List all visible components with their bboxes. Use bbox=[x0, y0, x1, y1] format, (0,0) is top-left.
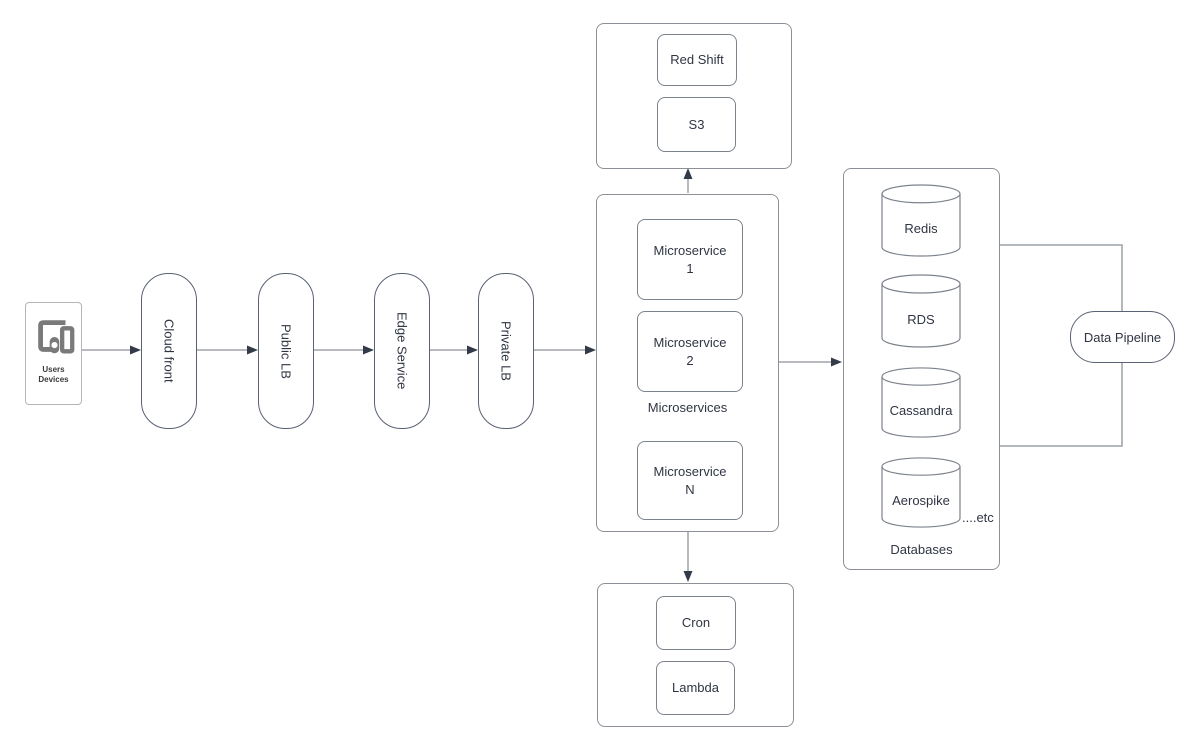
cylinder-shape bbox=[881, 184, 961, 257]
pill-cloud-front: Cloud front bbox=[141, 273, 197, 429]
microservice-n-node: Microservice N bbox=[637, 441, 743, 520]
cylinder-shape bbox=[881, 367, 961, 438]
pill-cloud-front-label: Cloud front bbox=[161, 319, 177, 383]
cron-node: Cron bbox=[656, 596, 736, 650]
pill-edge-service: Edge Service bbox=[374, 273, 430, 429]
lambda-label: Lambda bbox=[672, 680, 719, 695]
pill-edge-service-label: Edge Service bbox=[394, 312, 410, 390]
cassandra-label: Cassandra bbox=[889, 403, 953, 418]
devices-label: Devices bbox=[38, 375, 69, 384]
redshift-node: Red Shift bbox=[657, 34, 737, 86]
microservice-2-node: Microservice 2 bbox=[637, 311, 743, 392]
data-pipeline-node: Data Pipeline bbox=[1070, 311, 1175, 363]
users-devices-node: Users Devices bbox=[25, 302, 82, 405]
s3-node: S3 bbox=[657, 97, 736, 152]
microservice-1-node: Microservice 1 bbox=[637, 219, 743, 300]
users-label: Users bbox=[42, 365, 65, 374]
rds-cylinder: RDS bbox=[881, 274, 961, 348]
aerospike-label: Aerospike bbox=[892, 493, 950, 508]
redis-cylinder: Redis bbox=[881, 184, 961, 257]
microservice-n-label: Microservice N bbox=[653, 463, 727, 497]
pill-private-lb-label: Private LB bbox=[498, 321, 514, 381]
pill-private-lb: Private LB bbox=[478, 273, 534, 429]
data-pipeline-label: Data Pipeline bbox=[1083, 329, 1162, 345]
rds-label: RDS bbox=[907, 311, 935, 327]
databases-group-box: Redis RDS Cassandra Aerospike Databases bbox=[843, 168, 1000, 570]
jobs-group-box: Cron Lambda bbox=[597, 583, 794, 727]
databases-group-title: Databases bbox=[890, 542, 953, 557]
microservice-2-label: Microservice 2 bbox=[653, 334, 727, 368]
microservices-group-box: Microservice 1 Microservice 2 Microservi… bbox=[596, 194, 779, 532]
s3-label: S3 bbox=[688, 116, 705, 132]
etc-annotation: ....etc bbox=[962, 510, 994, 525]
pill-public-lb: Public LB bbox=[258, 273, 314, 429]
devices-icon bbox=[37, 320, 74, 354]
lambda-node: Lambda bbox=[656, 661, 735, 715]
cassandra-cylinder: Cassandra bbox=[881, 367, 961, 438]
microservice-1-label: Microservice 1 bbox=[653, 242, 727, 276]
cron-label: Cron bbox=[681, 615, 711, 630]
microservices-group-title: Microservices bbox=[647, 400, 728, 415]
pill-public-lb-label: Public LB bbox=[278, 323, 294, 379]
redis-label: Redis bbox=[904, 221, 938, 236]
aerospike-cylinder: Aerospike bbox=[881, 457, 961, 528]
cylinder-shape bbox=[881, 457, 961, 528]
storage-group-box: Red Shift S3 bbox=[596, 23, 792, 169]
redshift-label: Red Shift bbox=[670, 52, 724, 67]
cylinder-shape bbox=[881, 274, 961, 348]
